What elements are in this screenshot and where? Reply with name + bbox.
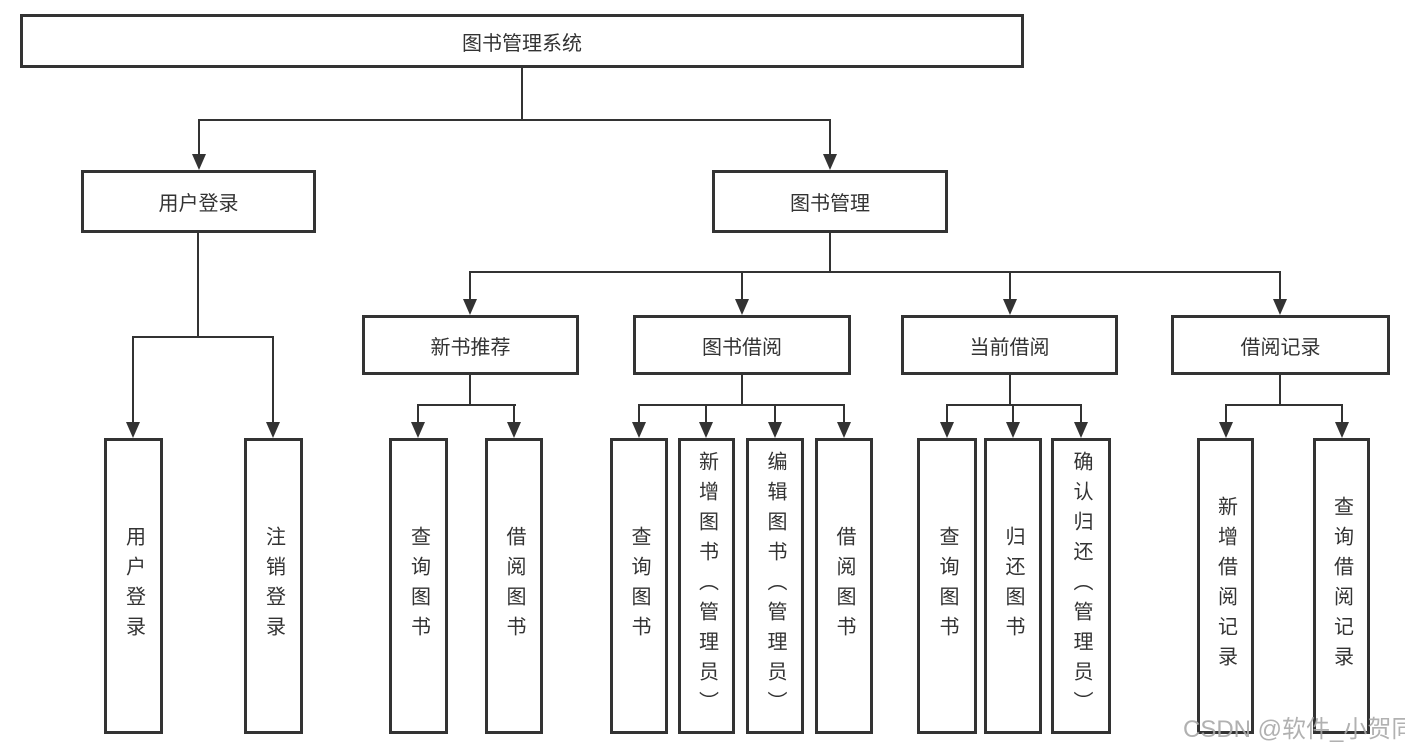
arrow-down-icon — [699, 422, 713, 438]
connector-vline — [198, 119, 200, 155]
connector-vline — [741, 271, 743, 299]
leaf-label: 查询图书 — [628, 526, 650, 646]
leaf-add-books-admin: 新增图书（管理员） — [678, 438, 735, 734]
node-new-book-recommend: 新书推荐 — [362, 315, 579, 375]
node-label: 用户登录 — [158, 193, 239, 215]
leaf-query-borrow-record: 查询借阅记录 — [1313, 438, 1370, 734]
leaf-label: 借阅图书 — [503, 526, 525, 646]
leaf-label: 查询借阅记录 — [1330, 496, 1353, 676]
leaf-logout: 注销登录 — [244, 438, 303, 734]
arrow-down-icon — [940, 422, 954, 438]
node-label: 借阅记录 — [1240, 336, 1321, 359]
leaf-query-books: 查询图书 — [389, 438, 448, 734]
connector-hline — [132, 336, 274, 338]
leaf-label: 查询图书 — [936, 526, 958, 646]
leaf-label: 用户登录 — [122, 526, 145, 646]
arrow-down-icon — [823, 154, 837, 170]
watermark-text: CSDN @软件_小贺同学 — [1183, 716, 1405, 743]
connector-vline — [513, 404, 515, 424]
connector-vline — [829, 119, 831, 155]
leaf-return-books: 归还图书 — [984, 438, 1042, 734]
node-library-management-system: 图书管理系统 — [20, 14, 1024, 68]
arrow-down-icon — [837, 422, 851, 438]
node-label: 图书借阅 — [702, 336, 782, 359]
arrow-down-icon — [768, 422, 782, 438]
arrow-down-icon — [1335, 422, 1349, 438]
connector-vline — [469, 375, 471, 406]
connector-vline — [1225, 404, 1227, 424]
arrow-down-icon — [266, 422, 280, 438]
arrow-down-icon — [1219, 422, 1233, 438]
leaf-label: 借阅图书 — [833, 526, 855, 646]
leaf-label: 新增图书（管理员） — [695, 451, 718, 721]
connector-hline — [417, 404, 516, 406]
connector-vline — [1279, 375, 1281, 406]
leaf-label: 新增借阅记录 — [1214, 496, 1237, 676]
node-label: 当前借阅 — [969, 336, 1050, 359]
leaf-user-login: 用户登录 — [104, 438, 163, 734]
connector-vline — [705, 404, 707, 424]
leaf-borrow-books: 借阅图书 — [485, 438, 543, 734]
arrow-down-icon — [507, 422, 521, 438]
arrow-down-icon — [1074, 422, 1088, 438]
leaf-borrow-books: 借阅图书 — [815, 438, 873, 734]
connector-hline — [946, 404, 1082, 406]
leaf-query-books: 查询图书 — [610, 438, 668, 734]
leaf-label: 归还图书 — [1002, 526, 1024, 646]
connector-vline — [1009, 271, 1011, 299]
arrow-down-icon — [192, 154, 206, 170]
leaf-label: 注销登录 — [262, 526, 285, 646]
connector-vline — [197, 233, 199, 337]
connector-vline — [1080, 404, 1082, 424]
connector-hline — [469, 271, 1281, 273]
connector-vline — [946, 404, 948, 424]
leaf-label: 编辑图书（管理员） — [764, 451, 786, 721]
connector-vline — [521, 68, 523, 120]
connector-vline — [132, 336, 134, 424]
connector-vline — [1012, 404, 1014, 424]
arrow-down-icon — [411, 422, 425, 438]
connector-vline — [829, 233, 831, 272]
connector-vline — [1279, 271, 1281, 299]
leaf-add-borrow-record: 新增借阅记录 — [1197, 438, 1254, 734]
connector-vline — [1341, 404, 1343, 424]
leaf-query-books: 查询图书 — [917, 438, 977, 734]
arrow-down-icon — [1003, 299, 1017, 315]
connector-vline — [638, 404, 640, 424]
connector-vline — [272, 336, 274, 424]
connector-vline — [741, 375, 743, 406]
leaf-label: 查询图书 — [407, 526, 430, 646]
arrow-down-icon — [632, 422, 646, 438]
connector-vline — [843, 404, 845, 424]
node-book-borrow: 图书借阅 — [633, 315, 851, 375]
arrow-down-icon — [1006, 422, 1020, 438]
leaf-edit-books-admin: 编辑图书（管理员） — [746, 438, 804, 734]
arrow-down-icon — [735, 299, 749, 315]
connector-vline — [774, 404, 776, 424]
connector-vline — [417, 404, 419, 424]
connector-hline — [638, 404, 845, 406]
node-book-management: 图书管理 — [712, 170, 948, 233]
connector-vline — [1009, 375, 1011, 406]
node-label: 图书管理 — [790, 193, 870, 215]
arrow-down-icon — [126, 422, 140, 438]
node-user-login: 用户登录 — [81, 170, 316, 233]
connector-hline — [1225, 404, 1343, 406]
node-current-borrow: 当前借阅 — [901, 315, 1118, 375]
leaf-label: 确认归还（管理员） — [1070, 451, 1092, 721]
connector-hline — [198, 119, 831, 121]
node-label: 图书管理系统 — [462, 32, 582, 55]
connector-vline — [469, 271, 471, 299]
node-borrow-records: 借阅记录 — [1171, 315, 1390, 375]
node-label: 新书推荐 — [430, 336, 511, 359]
leaf-confirm-return-admin: 确认归还（管理员） — [1051, 438, 1111, 734]
arrow-down-icon — [463, 299, 477, 315]
arrow-down-icon — [1273, 299, 1287, 315]
